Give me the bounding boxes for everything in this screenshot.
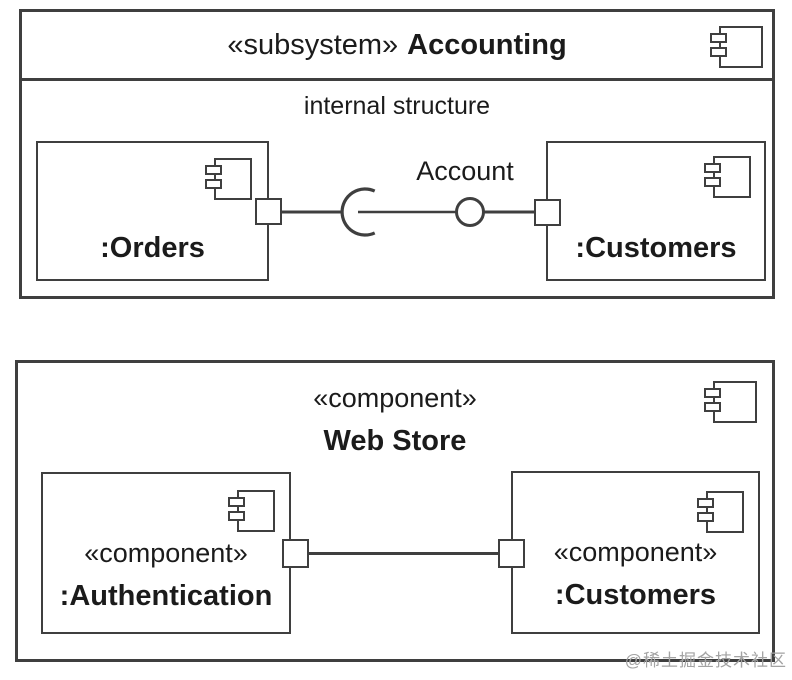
component-icon-tab (697, 512, 714, 522)
authentication-part-label: :Authentication (59, 580, 273, 612)
provided-interface-ball (455, 197, 485, 227)
component-icon-tab (228, 497, 245, 507)
component-icon-tab (697, 498, 714, 508)
authentication-part-text: «component» :Authentication (43, 532, 289, 618)
component-icon (704, 156, 751, 198)
customers-stereotype-bottom: «component» (553, 537, 718, 567)
component-icon-tab (710, 47, 727, 57)
authentication-part-box: «component» :Authentication (41, 472, 291, 634)
component-icon-tab (704, 388, 721, 398)
accounting-name: Accounting (407, 28, 567, 61)
customers-port-square (534, 199, 561, 226)
account-interface-label: Account (416, 156, 514, 186)
component-icon-tab (704, 177, 721, 187)
webstore-title: «component» Web Store (18, 377, 772, 463)
orders-part-label: :Orders (100, 232, 205, 264)
required-interface-socket (340, 187, 376, 237)
webstore-name: Web Store (323, 425, 467, 457)
component-icon-tab (205, 165, 222, 175)
component-icon (697, 491, 744, 533)
component-icon (205, 158, 252, 200)
juejin-watermark: @稀土掘金技术社区 (624, 651, 787, 670)
component-icon (704, 381, 757, 423)
customers-part-box-bottom: «component» :Customers (511, 471, 760, 634)
assembly-connector (281, 187, 537, 237)
accounting-stereotype: «subsystem» (227, 28, 399, 61)
component-icon-tab (205, 179, 222, 189)
customers-part-box: :Customers (546, 141, 766, 281)
orders-port-square (255, 198, 282, 225)
accounting-header-compartment: «subsystem»Accounting (22, 12, 772, 81)
authentication-stereotype: «component» (84, 538, 248, 568)
component-icon-tab (704, 402, 721, 412)
orders-part-box: :Orders (36, 141, 269, 281)
authentication-port-square (282, 539, 309, 568)
webstore-component-box: «component» Web Store «component» :Authe… (15, 360, 775, 662)
connector-line (309, 552, 498, 555)
customers-port-square-bottom (498, 539, 525, 568)
accounting-title: «subsystem»Accounting (227, 29, 566, 62)
accounting-subsystem-box: «subsystem»Accounting internal structure… (19, 9, 775, 299)
component-icon-tab (710, 33, 727, 43)
customers-part-label-bottom: :Customers (554, 579, 717, 611)
internal-structure-label: internal structure (303, 92, 491, 120)
webstore-stereotype: «component» (313, 383, 477, 413)
component-icon-tab (704, 163, 721, 173)
component-icon (228, 490, 275, 532)
component-icon-tab (228, 511, 245, 521)
customers-part-label: :Customers (575, 232, 737, 264)
customers-part-text: «component» :Customers (513, 531, 758, 617)
component-icon (710, 26, 763, 68)
